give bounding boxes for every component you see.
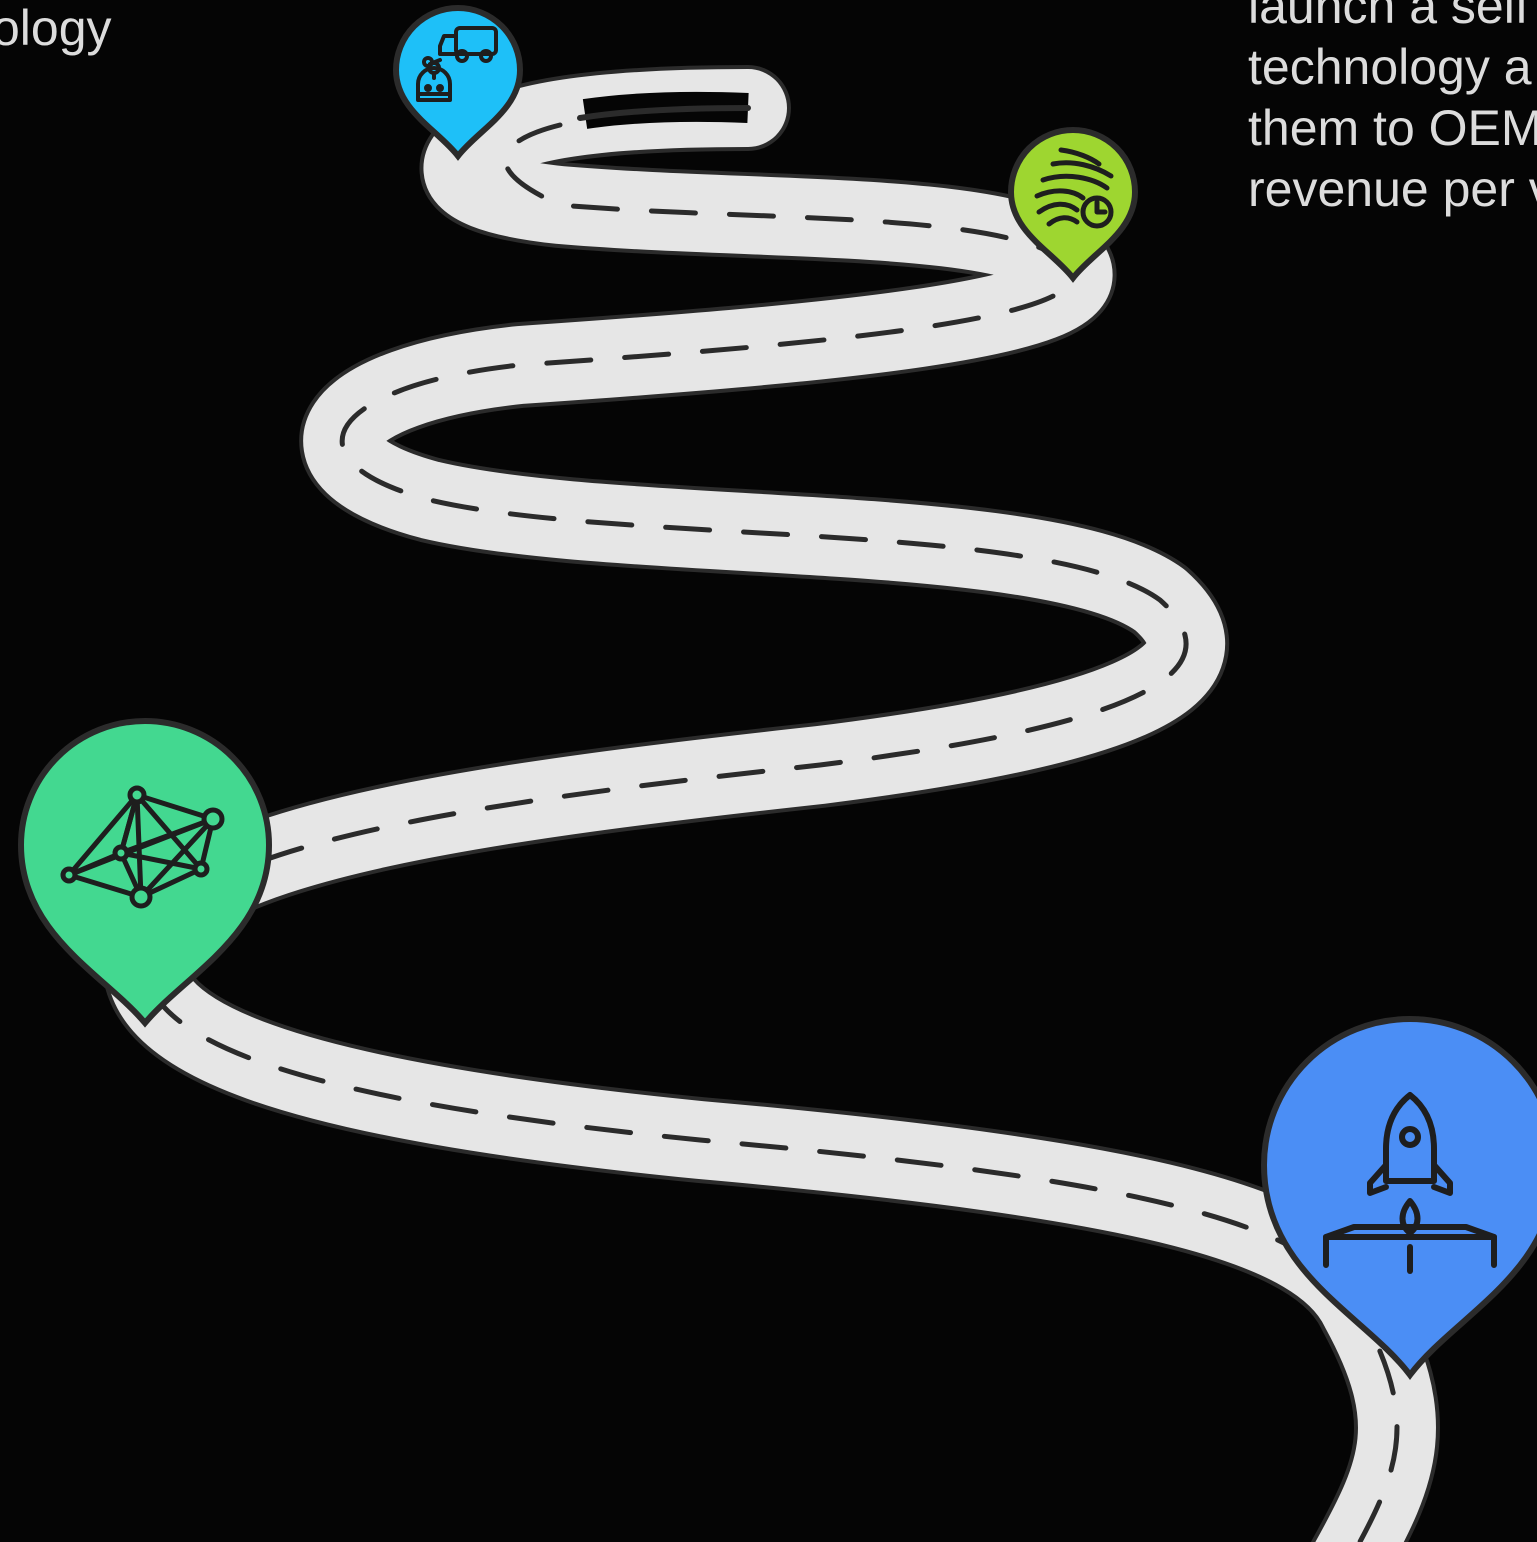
speed-wind-gauge-icon <box>1034 147 1114 229</box>
right-text-line-1: launch a self <box>1248 0 1529 34</box>
left-text-line: ology <box>0 0 112 56</box>
pin-speed <box>1007 127 1139 283</box>
right-description-text: launch a self technology a them to OEM r… <box>1248 0 1537 220</box>
right-text-line-3: them to OEM <box>1248 100 1537 156</box>
pin-launch <box>1260 1016 1537 1380</box>
road-surface <box>105 69 1436 1542</box>
pin-network <box>17 718 273 1028</box>
left-description-text: ology <box>0 0 112 59</box>
network-mesh-icon <box>60 785 225 909</box>
right-text-line-4: revenue per v <box>1248 161 1537 217</box>
pin-autonomous-delivery <box>392 5 524 161</box>
right-text-line-2: technology a <box>1248 39 1532 95</box>
delivery-robot-truck-icon <box>416 26 498 102</box>
rocket-launch-icon <box>1323 1092 1497 1274</box>
road-start-line <box>577 105 751 121</box>
